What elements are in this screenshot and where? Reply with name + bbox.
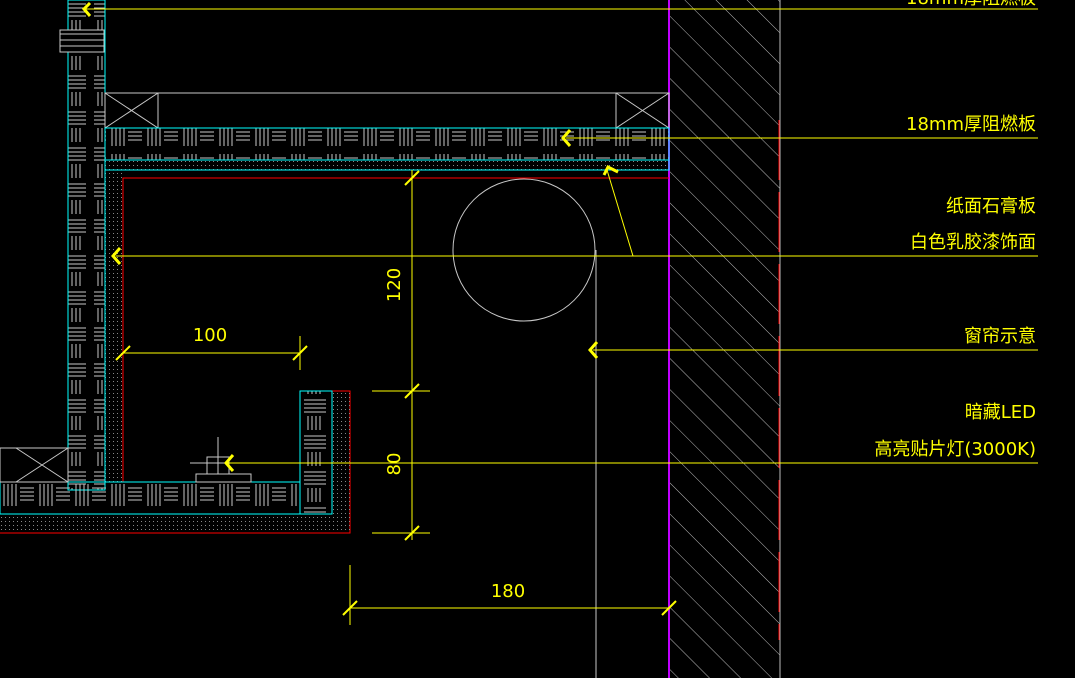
- label-latex-paint: 白色乳胶漆饰面: [910, 232, 1036, 253]
- arrow-icon: [602, 164, 619, 176]
- concrete-wall: [668, 0, 781, 678]
- arrow-icon: [111, 247, 122, 265]
- dimension-lines: [115, 170, 677, 625]
- ceiling-board: [104, 92, 670, 171]
- dim-180-label: 180: [491, 581, 525, 602]
- dim-80-label: 80: [384, 453, 405, 476]
- label-curtain: 窗帘示意: [964, 326, 1036, 347]
- dim-100-label: 100: [193, 325, 227, 346]
- leader-lines: [86, 8, 1038, 464]
- curtain-symbol: [452, 178, 597, 678]
- arrow-icon: [81, 1, 92, 17]
- label-led-strip: 高亮贴片灯(3000K): [874, 439, 1036, 460]
- left-vertical-board: [59, 0, 106, 491]
- arrow-icon: [224, 454, 235, 472]
- label-hidden-led: 暗藏LED: [965, 402, 1036, 423]
- label-fireproof-board: 18mm厚阻燃板: [906, 114, 1036, 135]
- dim-120-label: 120: [384, 268, 405, 302]
- label-gypsum-board: 纸面石膏板: [946, 195, 1036, 217]
- arrow-heads: [81, 1, 619, 472]
- label-top-cut: 18mm厚阻燃板: [906, 0, 1036, 9]
- lower-board: [0, 390, 350, 532]
- leader-gypsum: [606, 169, 634, 257]
- led-fixture: [190, 437, 256, 483]
- arrow-icon: [588, 341, 599, 359]
- arrow-icon: [561, 129, 572, 147]
